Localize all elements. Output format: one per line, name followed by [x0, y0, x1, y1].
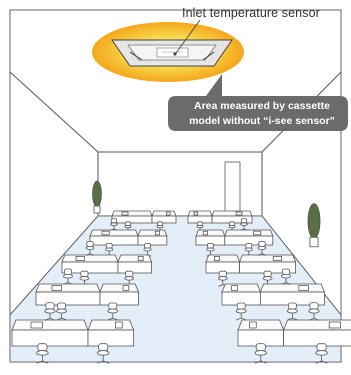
laptop-icon — [194, 212, 198, 215]
desk — [196, 230, 225, 245]
laptop-icon — [329, 322, 340, 328]
potted-plant-icon — [93, 181, 102, 213]
sensor-label: Inlet temperature sensor — [182, 6, 320, 20]
desk — [90, 230, 138, 245]
potted-plant-icon — [308, 204, 320, 247]
laptop-icon — [115, 322, 122, 328]
cassette-air-conditioner-icon — [112, 40, 232, 66]
laptop-icon — [236, 212, 242, 215]
laptop-icon — [52, 286, 62, 291]
desk — [118, 255, 152, 273]
laptop-icon — [31, 322, 42, 328]
desk — [36, 284, 100, 305]
laptop-icon — [122, 212, 128, 215]
laptop-icon — [123, 286, 129, 291]
laptop-icon — [273, 256, 281, 260]
desk — [88, 320, 134, 346]
desk — [100, 284, 138, 305]
desk — [138, 230, 167, 245]
callout-line-1: Area measured by cassette — [178, 99, 346, 114]
laptop-icon — [299, 286, 309, 291]
laptop-icon — [214, 256, 219, 260]
laptop-icon — [76, 256, 84, 260]
desk — [238, 320, 284, 346]
desk — [284, 320, 351, 346]
laptop-icon — [138, 256, 143, 260]
desk — [260, 284, 324, 305]
desk — [152, 211, 176, 223]
callout-text: Area measured by cassette model without … — [178, 99, 346, 129]
laptop-icon — [249, 322, 256, 328]
desk — [188, 211, 212, 223]
desk — [112, 211, 152, 223]
desk — [12, 320, 88, 346]
laptop-icon — [166, 212, 170, 215]
laptop-icon — [254, 231, 261, 235]
laptop-icon — [155, 231, 159, 235]
desk — [222, 284, 260, 305]
callout-line-2: model without “i-see sensor” — [178, 114, 346, 129]
laptop-icon — [203, 231, 207, 235]
laptop-icon — [102, 231, 109, 235]
laptop-icon — [232, 286, 238, 291]
desk — [206, 255, 240, 273]
